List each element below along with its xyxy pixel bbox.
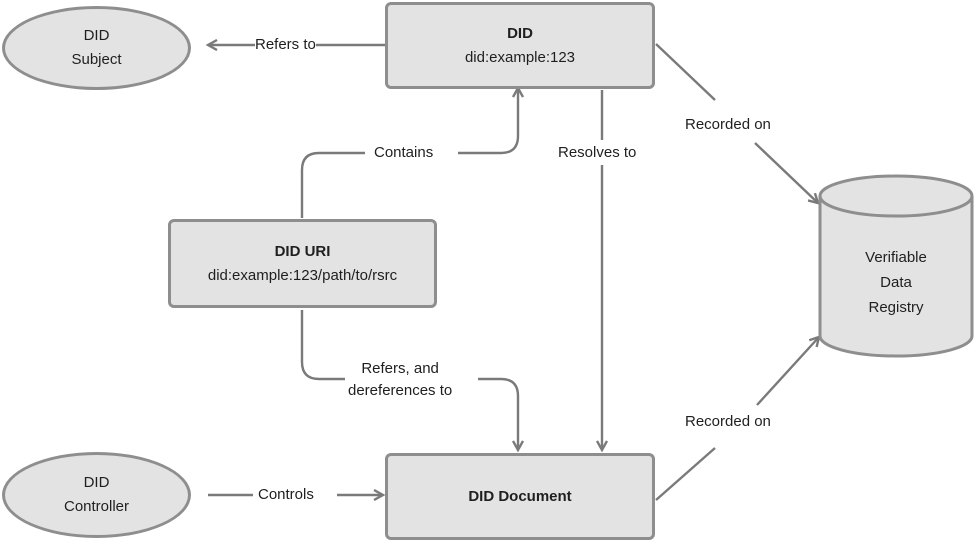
did-node-value: did:example:123 [464,48,576,66]
did-subject-line2: Subject [71,51,122,68]
registry-line2: Data [880,274,912,291]
edge-recorded-on-top [655,43,818,203]
registry-line1: Verifiable [865,249,927,266]
edge-contains [300,88,518,218]
did-document-title: DID Document [468,487,572,505]
did-uri-value: did:example:123/path/to/rsrc [207,266,398,284]
registry-line3: Registry [868,299,924,316]
registry-label: Verifiable Data Registry [820,245,972,320]
did-uri-node: DID URI did:example:123/path/to/rsrc [168,219,437,308]
did-controller-line2: Controller [63,498,130,515]
label-contains: Contains [374,142,434,164]
did-controller-line1: DID [83,474,110,491]
label-recorded-on-top: Recorded on [685,114,771,136]
did-uri-title: DID URI [274,242,331,260]
registry-cylinder [818,174,974,358]
label-controls: Controls [258,484,314,506]
label-recorded-on-bottom: Recorded on [685,411,771,433]
label-resolves-to: Resolves to [558,142,637,164]
label-refers-dereferences-line2: dereferences to [348,382,453,399]
did-subject-node: DID Subject [2,6,191,90]
edge-recorded-on-bottom [655,337,819,501]
did-document-node: DID Document [385,453,655,540]
did-node: DID did:example:123 [385,2,655,89]
label-refers-to: Refers to [255,34,316,56]
did-subject-line1: DID [83,27,110,44]
did-controller-node: DID Controller [2,452,191,538]
label-refers-dereferences: Refers, and dereferences to [348,358,453,402]
did-node-title: DID [507,24,533,42]
label-refers-dereferences-line1: Refers, and [361,360,439,377]
edge-refers-dereferences [300,310,518,450]
